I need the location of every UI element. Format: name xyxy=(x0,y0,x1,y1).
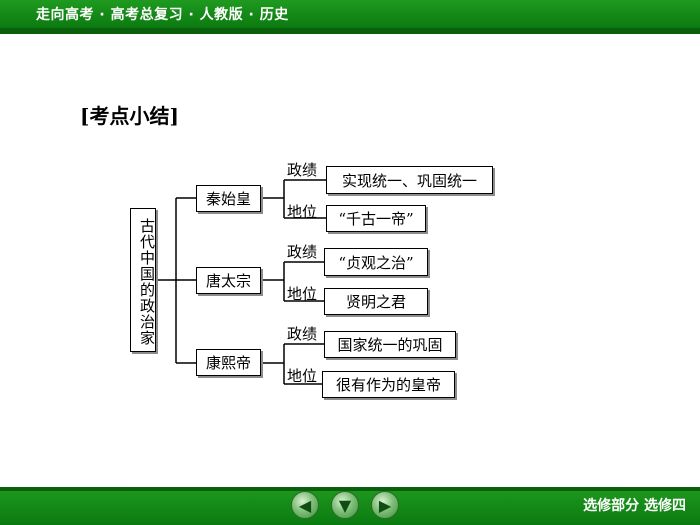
footer-stripe xyxy=(0,487,700,491)
zhengji-label: 政绩 xyxy=(287,243,318,261)
diwei-label: 地位 xyxy=(287,285,318,303)
diwei-box: 很有作为的皇帝 xyxy=(322,371,455,398)
person-box: 秦始皇 xyxy=(196,185,261,212)
arrow-left-icon[interactable]: ◀ xyxy=(291,491,319,519)
arrow-right-icon[interactable]: ▶ xyxy=(371,491,399,519)
footer-text: 选修部分 选修四 xyxy=(583,498,686,514)
section-heading: [考点小结] xyxy=(80,104,179,128)
person-box: 唐太宗 xyxy=(196,267,261,294)
zhengji-label: 政绩 xyxy=(287,161,318,179)
diwei-label: 地位 xyxy=(287,367,318,385)
header-title: 走向高考 · 高考总复习 · 人教版 · 历史 xyxy=(36,7,289,23)
header-bar: 走向高考 · 高考总复习 · 人教版 · 历史 xyxy=(0,0,700,34)
diwei-label: 地位 xyxy=(287,203,318,221)
diwei-box: “千古一帝” xyxy=(326,205,426,232)
zhengji-label: 政绩 xyxy=(287,325,318,343)
diwei-box: 贤明之君 xyxy=(324,288,428,315)
root-box: 古代中国的政治家 xyxy=(130,208,156,352)
zhengji-box: 实现统一、巩固统一 xyxy=(326,166,493,194)
person-box: 康熙帝 xyxy=(196,349,261,376)
zhengji-box: 国家统一的巩固 xyxy=(324,331,456,358)
arrow-down-icon[interactable]: ▼ xyxy=(331,491,359,519)
zhengji-box: “贞观之治” xyxy=(324,248,428,276)
header-stripe xyxy=(0,28,700,34)
